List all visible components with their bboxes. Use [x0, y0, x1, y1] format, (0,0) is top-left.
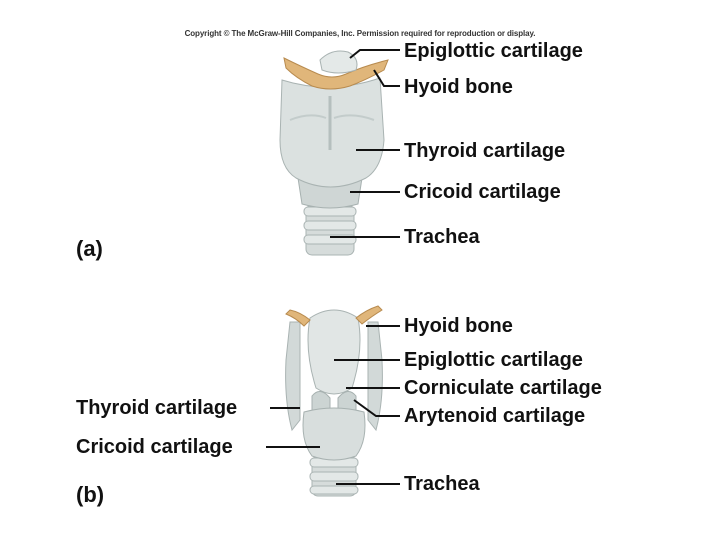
label-trachea-b: Trachea	[404, 473, 480, 495]
label-corniculate-cartilage-b: Corniculate cartilage	[404, 377, 602, 399]
trachea-a	[304, 205, 356, 255]
label-epiglottic-cartilage-a: Epiglottic cartilage	[404, 40, 583, 62]
label-cricoid-cartilage-a: Cricoid cartilage	[404, 181, 561, 203]
cricoid-cartilage-b	[303, 408, 365, 460]
thyroid-cartilage-a	[280, 78, 384, 187]
epiglottic-cartilage-a	[320, 51, 357, 73]
label-arytenoid-cartilage-b: Arytenoid cartilage	[404, 405, 585, 427]
label-thyroid-cartilage-b: Thyroid cartilage	[76, 397, 237, 419]
thyroid-cartilage-b	[286, 322, 300, 430]
label-cricoid-cartilage-b: Cricoid cartilage	[76, 436, 233, 458]
label-thyroid-cartilage-a: Thyroid cartilage	[404, 140, 565, 162]
trachea-b	[310, 456, 358, 496]
label-epiglottic-cartilage-b: Epiglottic cartilage	[404, 349, 583, 371]
panel-letter-a: (a)	[76, 236, 103, 262]
larynx-posterior-view	[286, 306, 383, 496]
larynx-anterior-view	[280, 51, 388, 255]
panel-letter-b: (b)	[76, 482, 104, 508]
epiglottic-cartilage-b	[308, 310, 360, 394]
label-trachea-a: Trachea	[404, 226, 480, 248]
label-hyoid-bone-a: Hyoid bone	[404, 76, 513, 98]
label-hyoid-bone-b: Hyoid bone	[404, 315, 513, 337]
